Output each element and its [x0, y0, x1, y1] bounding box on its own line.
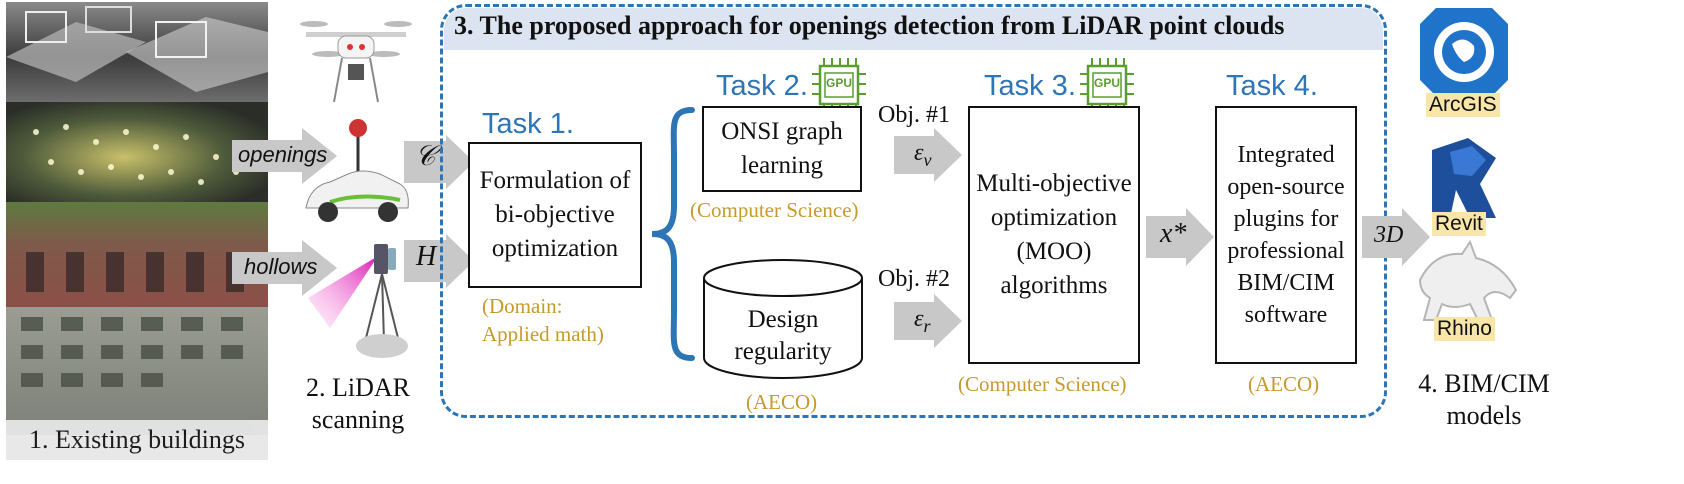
3d-arrow [1362, 208, 1430, 266]
building-photo-facade [6, 202, 268, 307]
gpu-chip-icon-task3 [1080, 58, 1134, 112]
task2-label: Task 2. [716, 70, 808, 102]
mapping-car-icon [305, 119, 409, 222]
design-regularity-cylinder [703, 259, 863, 379]
curly-brace [651, 107, 695, 361]
task2-graph-box: ONSI graph learning [702, 106, 862, 192]
task2-domain-cs: (Computer Science) [690, 198, 859, 222]
h-symbol: H [416, 241, 437, 272]
lidar-caption-line1: 2. LiDAR [306, 373, 410, 402]
task4-line1: Integrated [1237, 142, 1335, 168]
approach-title-band [444, 8, 1383, 50]
task1-line3: optimization [491, 235, 619, 262]
task1-line2: bi-objective [495, 201, 615, 228]
apartment-windows-graphic [21, 317, 243, 387]
bim-caption-line2: models [1446, 401, 1522, 430]
revit-label: Revit [1432, 212, 1486, 236]
approach-dashed-frame [440, 4, 1387, 418]
building-photo-ceiling [6, 102, 268, 202]
task4-domain: (AECO) [1248, 372, 1320, 396]
hollows-label: hollows [244, 254, 318, 279]
arcgis-logo-icon [1420, 8, 1508, 96]
arcgis-label: ArcGIS [1426, 93, 1500, 117]
task3-domain: (Computer Science) [958, 372, 1127, 396]
c-symbol: 𝒞 [415, 141, 436, 172]
task3-line1: Multi-objective [976, 170, 1132, 197]
rhino-logo-icon [1418, 240, 1518, 321]
bim-caption-line1: 4. BIM/CIM [1418, 369, 1550, 398]
3d-label: 3D [1374, 222, 1404, 248]
building-photo-pointcloud [6, 2, 268, 102]
obj1-label: Obj. #1 [878, 102, 950, 128]
xstar-symbol: x* [1160, 218, 1187, 249]
task1-line1: Formulation of [479, 167, 631, 194]
facade-windows-graphic [26, 252, 244, 292]
terrestrial-scanner-icon [308, 244, 408, 358]
task3-line3: (MOO) [1016, 238, 1092, 265]
pointcloud-rooms-graphic [6, 6, 268, 92]
task4-line4: professional [1227, 238, 1345, 264]
obj2-arrow [894, 294, 962, 348]
gpu-text-task2: GPU [826, 76, 853, 90]
gpu-text-task3: GPU [1094, 76, 1121, 90]
rhino-label: Rhino [1434, 317, 1495, 341]
openings-arrow [232, 128, 337, 184]
drone-icon [300, 21, 412, 103]
task1-domain-line1: (Domain: [482, 294, 563, 318]
task3-box: Multi-objective optimization (MOO) algor… [968, 106, 1140, 364]
hollows-arrow [232, 240, 337, 296]
task4-box: Integrated open-source plugins for profe… [1215, 106, 1357, 364]
task4-label: Task 4. [1226, 70, 1318, 102]
obj2-symbol: εr [914, 306, 931, 336]
c-arrow [404, 135, 474, 189]
task4-line3: plugins for [1233, 206, 1339, 232]
openings-label: openings [238, 142, 328, 167]
task3-line2: optimization [990, 204, 1118, 231]
ceiling-lights-graphic [33, 124, 239, 185]
task2-domain-aeco: (AECO) [746, 390, 818, 414]
existing-buildings-caption: 1. Existing buildings [6, 420, 268, 460]
task4-line5: BIM/CIM [1237, 270, 1335, 296]
h-arrow [404, 234, 474, 288]
obj1-symbol: εv [914, 140, 932, 170]
task3-label: Task 3. [984, 70, 1076, 102]
obj2-label: Obj. #2 [878, 266, 950, 292]
revit-logo-icon [1432, 138, 1496, 218]
xstar-arrow [1146, 208, 1214, 266]
task1-domain-line2: Applied math) [482, 322, 604, 346]
approach-title: 3. The proposed approach for openings de… [454, 11, 1285, 40]
task4-line6: software [1244, 302, 1328, 328]
task2-box-line2: learning [741, 152, 823, 179]
task4-line2: open-source [1227, 174, 1345, 200]
task3-line4: algorithms [1000, 272, 1108, 299]
task1-box: Formulation of bi-objective optimization [468, 142, 642, 288]
task2-box-line1: ONSI graph [721, 118, 843, 145]
building-photo-apartment [6, 307, 268, 435]
cylinder-line2: regularity [734, 338, 832, 365]
task1-label: Task 1. [482, 108, 574, 140]
obj1-arrow [894, 128, 962, 182]
lidar-caption-line2: scanning [311, 405, 405, 434]
cylinder-line1: Design [747, 306, 819, 333]
